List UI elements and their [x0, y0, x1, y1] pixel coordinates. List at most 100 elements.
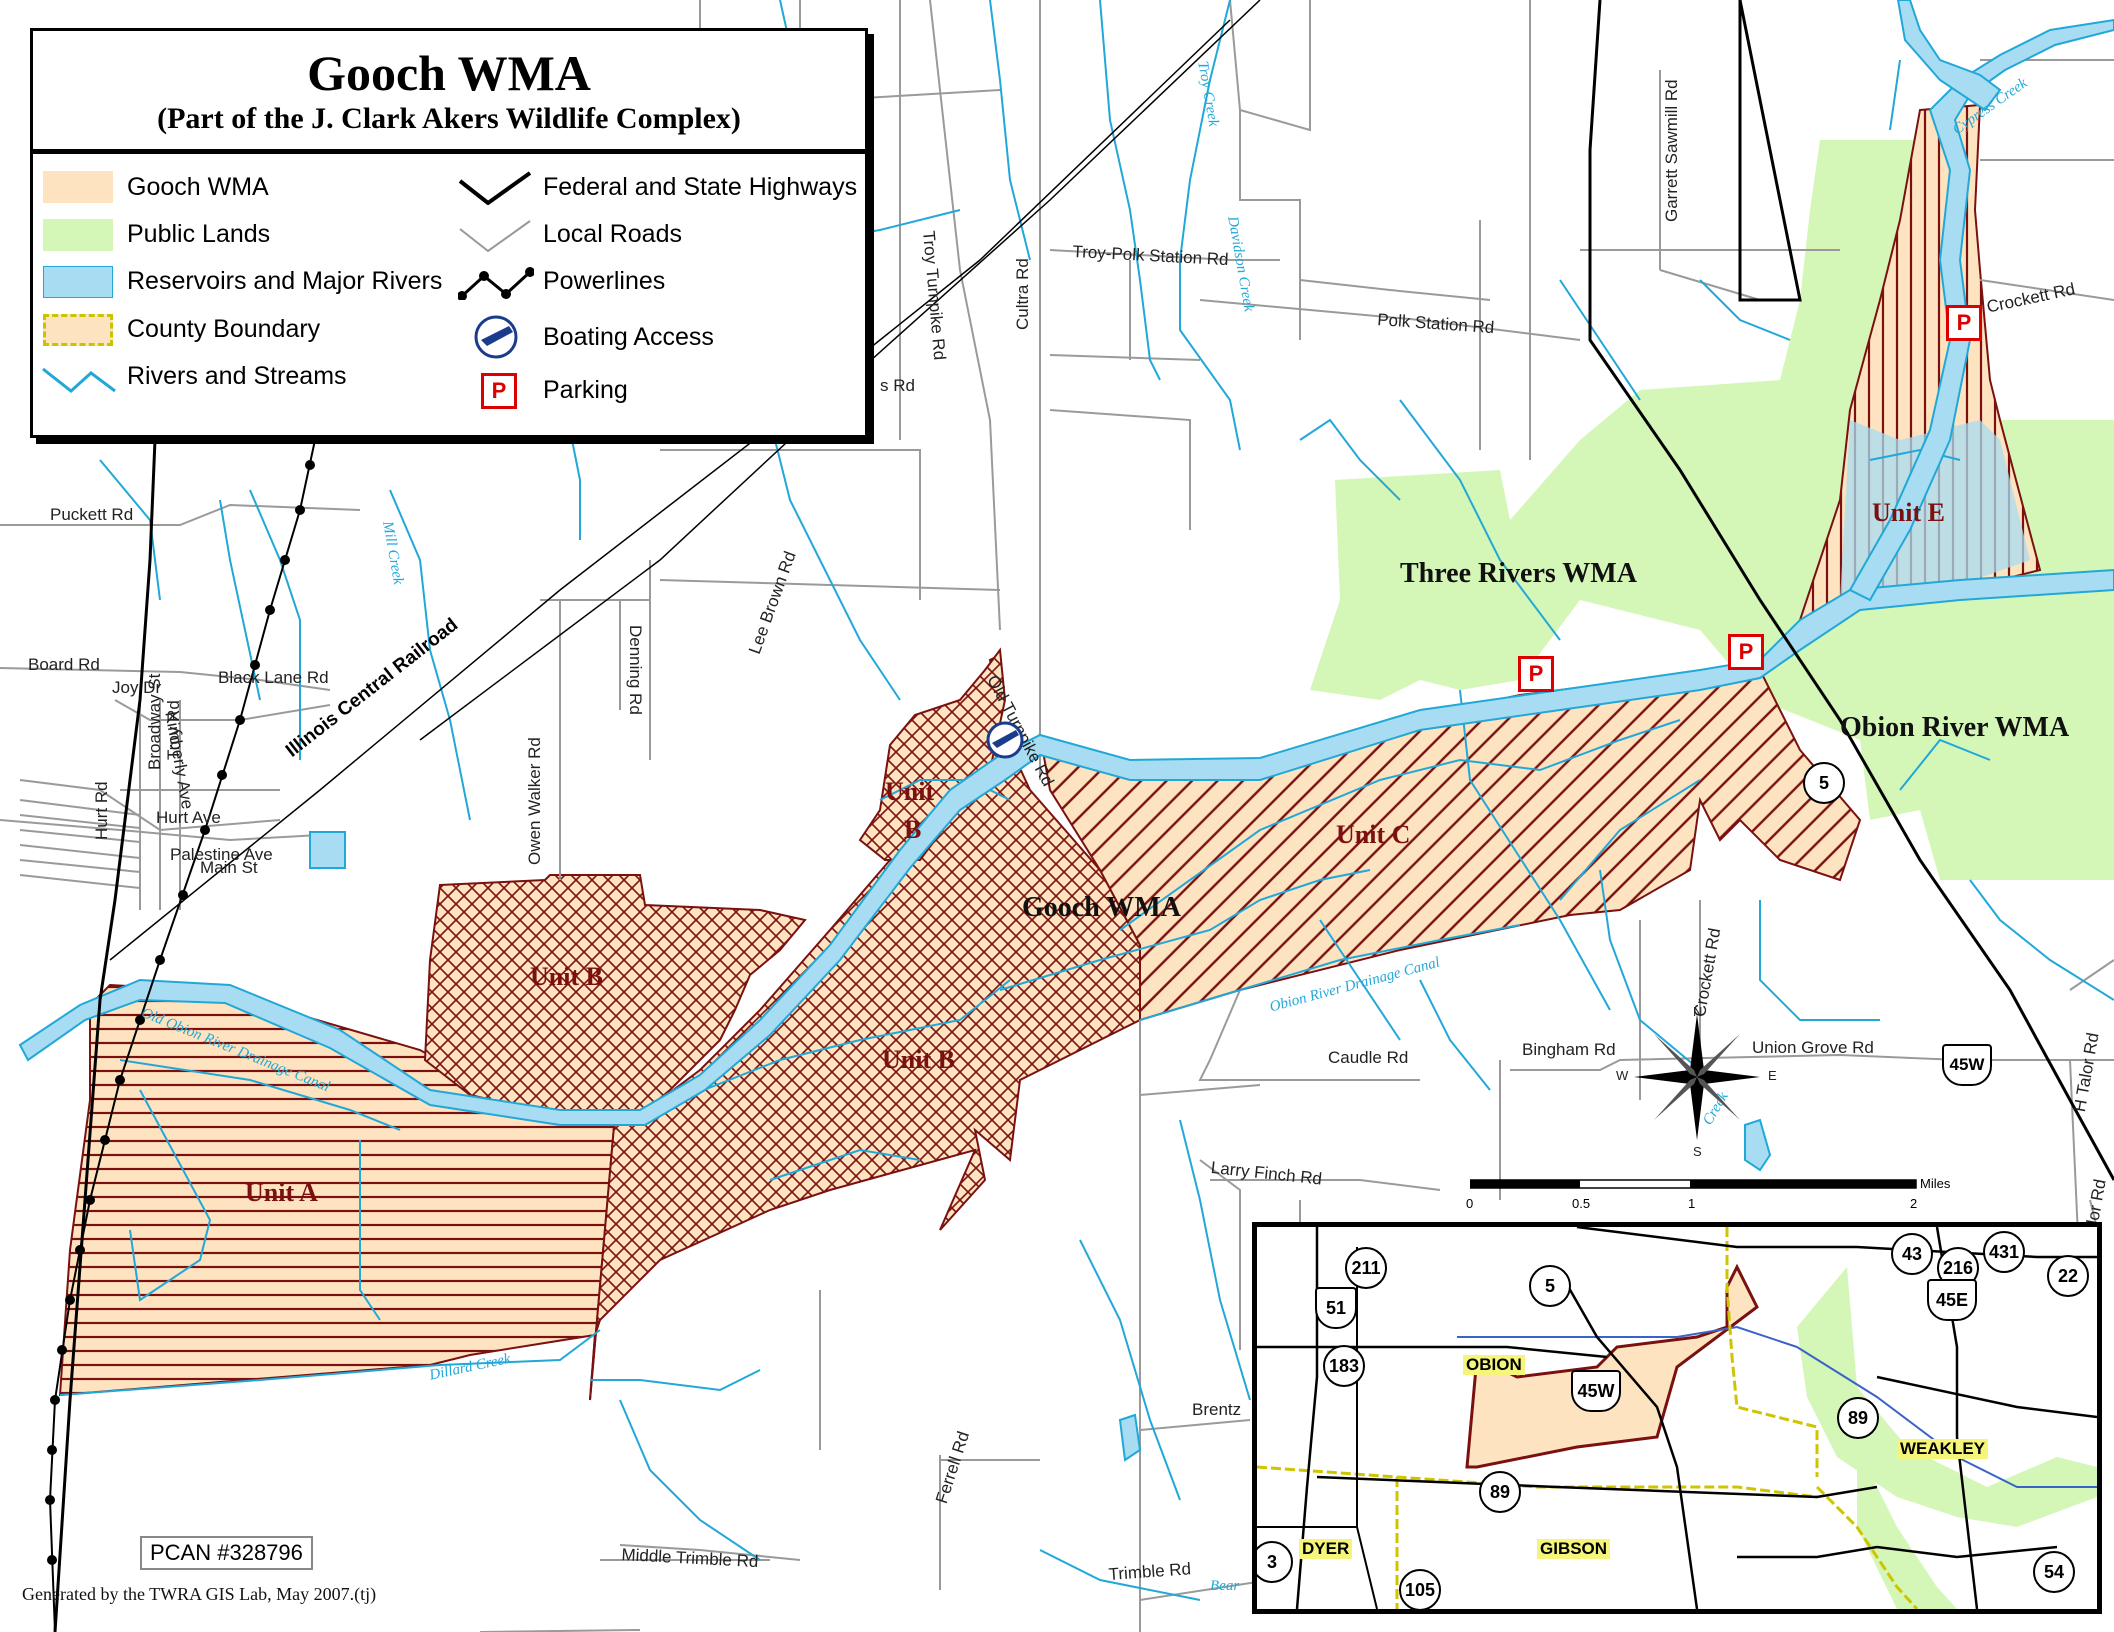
inset-route-shield: 45E: [1927, 1279, 1977, 1321]
compass-west-label: W: [1616, 1068, 1629, 1083]
road-label: Bingham Rd: [1522, 1040, 1616, 1059]
inset-county-label: DYER: [1299, 1539, 1353, 1559]
boat-ramp-icon[interactable]: [985, 720, 1025, 760]
inset-route-shield: 43: [1891, 1233, 1933, 1275]
inset-route-shield: 3: [1257, 1541, 1293, 1583]
inset-route-shield: 211: [1345, 1247, 1387, 1289]
scale-tick-label: 0.5: [1572, 1196, 1591, 1211]
legend-swatch-streams: [42, 367, 116, 393]
inset-route-shield: 105: [1399, 1569, 1441, 1609]
three-rivers-wma-label: Three Rivers WMA: [1400, 558, 1637, 589]
public-lands: [1310, 140, 2114, 880]
road-label: Caudle Rd: [1328, 1048, 1409, 1067]
powerlines: [45, 439, 316, 1632]
inset-map-canvas: [1257, 1227, 2097, 1609]
legend-label-parking: Parking: [543, 376, 628, 404]
small-pond-west: [309, 831, 346, 869]
map-subtitle: (Part of the J. Clark Akers Wildlife Com…: [157, 102, 741, 135]
legend-label-public-lands: Public Lands: [127, 220, 271, 248]
highways: [53, 0, 2114, 1632]
unit-a-label: Unit A: [245, 1178, 318, 1207]
road-label: Denning Rd: [626, 625, 645, 715]
legend-parking-icon: P: [481, 373, 517, 409]
unit-b-label: Unit B: [530, 962, 603, 991]
inset-route-shield: 45W: [1571, 1370, 1621, 1412]
road-label: Union Grove Rd: [1752, 1038, 1874, 1057]
pcan-label: PCAN #328796: [140, 1536, 313, 1570]
inset-route-shield: 89: [1837, 1397, 1879, 1439]
road-label: Owen Walker Rd: [525, 737, 544, 865]
legend-panel: Gooch WMA (Part of the J. Clark Akers Wi…: [30, 28, 868, 438]
legend-boat-icon: [474, 315, 518, 359]
inset-route-shield: 431: [1983, 1231, 2025, 1273]
legend-swatch-highways: [458, 171, 532, 205]
legend-label-highways: Federal and State Highways: [543, 173, 858, 201]
legend-swatch-gooch: [43, 171, 113, 203]
inset-route-shield: 89: [1479, 1471, 1521, 1513]
major-rivers: [18, 0, 2114, 1462]
road-label: Troy Rd: [164, 700, 183, 760]
legend-swatch-public-lands: [43, 219, 113, 251]
legend-divider: [33, 149, 865, 154]
scale-tick-label: 2: [1910, 1196, 1918, 1211]
route-45w-shield: 45W: [1942, 1044, 1992, 1086]
inset-route-shield: 5: [1529, 1265, 1571, 1307]
parking-icon[interactable]: P: [1946, 305, 1982, 341]
inset-route-shield: 22: [2047, 1255, 2089, 1297]
map-title: Gooch WMA: [307, 45, 591, 101]
unit-b-top-label: Unit: [885, 777, 935, 806]
compass-east-label: E: [1768, 1068, 1777, 1083]
legend-label-reservoirs: Reservoirs and Major Rivers: [127, 267, 443, 295]
road-label: Main St: [200, 858, 258, 877]
unit-b-top-label-letter: B: [904, 815, 922, 844]
road-label: Brentz: [1192, 1400, 1242, 1419]
inset-route-shield: 54: [2033, 1551, 2075, 1593]
inset-county-label: WEAKLEY: [1897, 1439, 1988, 1459]
road-label: Palestine Ave: [170, 845, 273, 864]
road-label: Hurt Rd: [92, 781, 111, 840]
scale-unit-label: Miles: [1920, 1176, 1951, 1191]
legend-swatch-powerlines: [458, 267, 534, 300]
legend-label-county: County Boundary: [127, 315, 321, 343]
road-label: Garrett Sawmill Rd: [1662, 79, 1681, 222]
small-pond-east: [1744, 1118, 1772, 1172]
legend-label-streams: Rivers and Streams: [127, 362, 347, 390]
gooch-wma-label: Gooch WMA: [1022, 892, 1181, 923]
legend-label-local-roads: Local Roads: [543, 220, 682, 248]
legend-label-powerlines: Powerlines: [543, 267, 666, 295]
footer-credit: Generated by the TWRA GIS Lab, May 2007.…: [22, 1584, 377, 1604]
road-label: Hurt Ave: [156, 808, 221, 827]
road-label: Puckett Rd: [50, 505, 134, 524]
inset-county-label: GIBSON: [1537, 1539, 1611, 1559]
route-5-shield: 5: [1803, 762, 1845, 804]
unit-b-area: [423, 874, 807, 1116]
compass-north-label: N: [1693, 1004, 1703, 1019]
inset-locator-map[interactable]: 211 51 5 183 45W 43 216 431 45E 22 89 89…: [1252, 1222, 2102, 1614]
road-label: Joy Dr: [112, 678, 162, 697]
inset-route-shield: 51: [1315, 1287, 1357, 1329]
road-label: s Rd: [880, 376, 915, 395]
road-label: Cultra Rd: [1013, 258, 1032, 330]
legend-swatch-local-roads: [459, 220, 531, 253]
inset-county-label: OBION: [1463, 1355, 1525, 1375]
legend-label-gooch: Gooch WMA: [127, 173, 269, 201]
unit-e-label: Unit E: [1872, 498, 1945, 527]
road-label: Board Rd: [28, 655, 100, 674]
road-label: Black Lane Rd: [218, 668, 329, 687]
scale-bar: [1470, 1179, 1917, 1189]
unit-c-label: Unit C: [1336, 820, 1411, 849]
obion-river-wma-label: Obion River WMA: [1840, 712, 2070, 743]
parking-icon[interactable]: P: [1518, 656, 1554, 692]
scale-tick-label: 0: [1466, 1196, 1474, 1211]
legend-label-boating: Boating Access: [543, 323, 714, 351]
legend-swatch-county: [43, 314, 113, 346]
inset-route-shield: 183: [1323, 1345, 1365, 1387]
unit-b-main-label: Unit B: [882, 1045, 955, 1074]
compass-rose-icon: [1634, 1014, 1760, 1140]
scale-tick-label: 1: [1688, 1196, 1696, 1211]
stream-label: Bear: [1210, 1578, 1240, 1594]
legend-swatch-reservoirs: [43, 266, 113, 298]
parking-icon[interactable]: P: [1728, 634, 1764, 670]
compass-south-label: S: [1693, 1144, 1702, 1159]
